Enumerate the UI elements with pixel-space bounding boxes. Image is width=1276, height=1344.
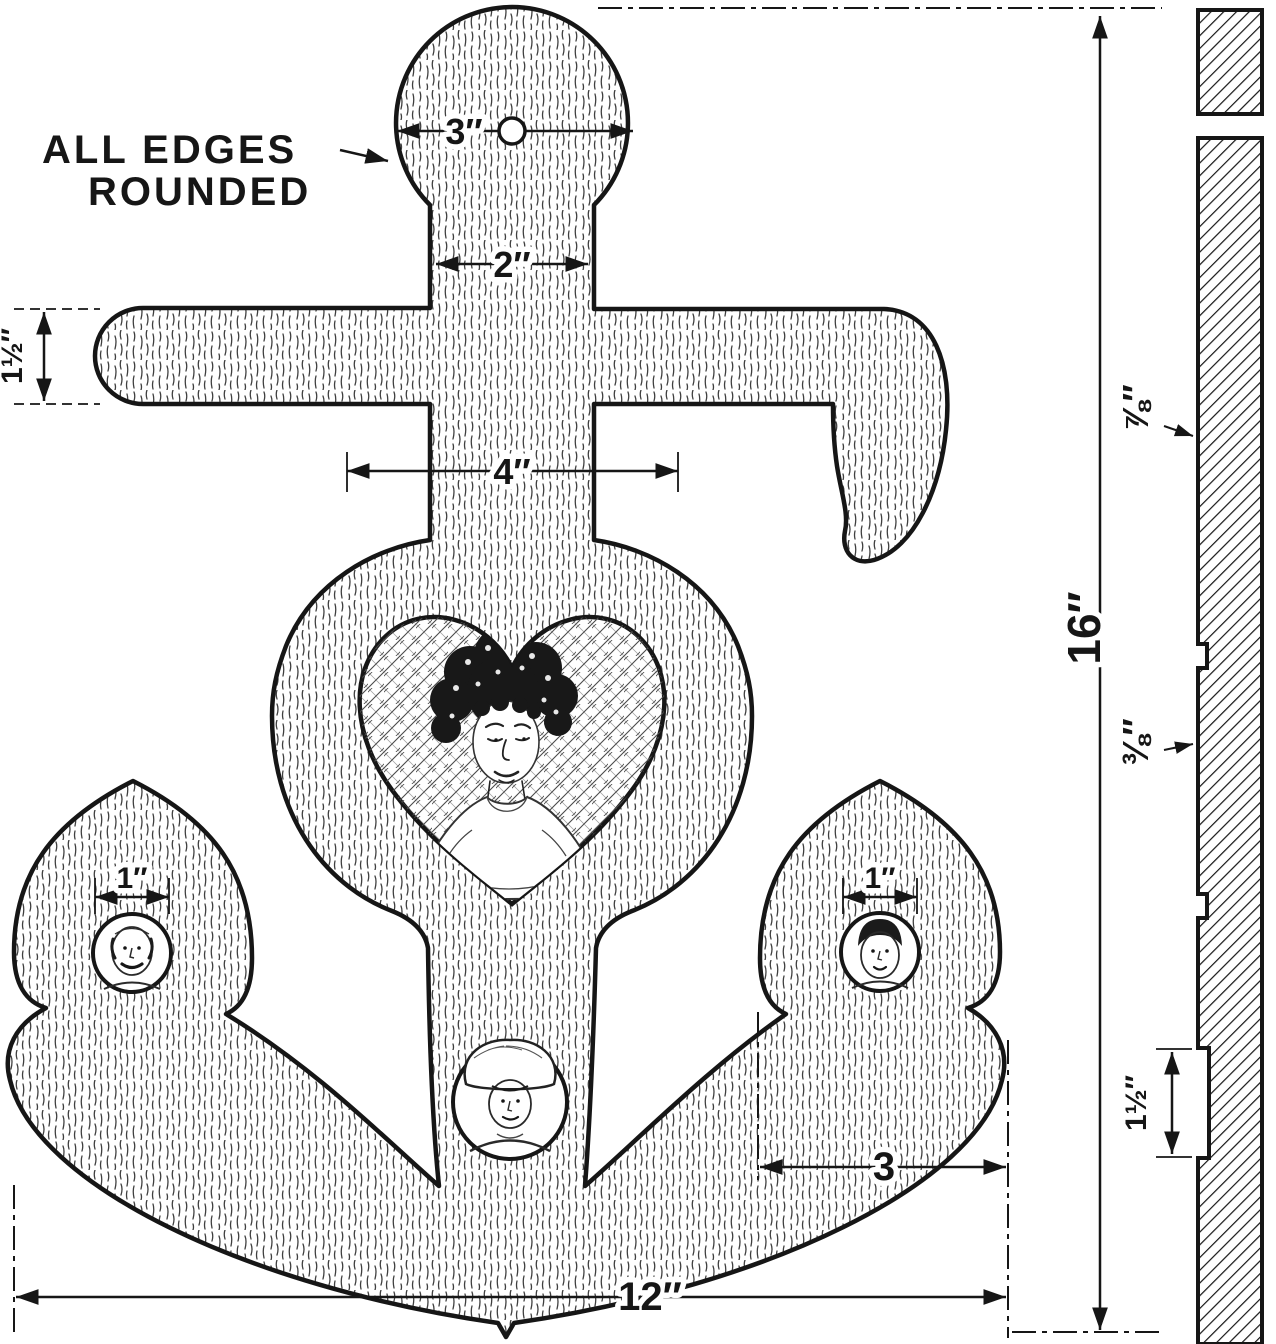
fluke-span-label: 3 <box>873 1145 895 1189</box>
profile-bottom-section-label: 1½″ <box>1120 1075 1153 1131</box>
right-photo-diameter-label: 1″ <box>864 862 895 895</box>
shank-width-label: 2″ <box>493 244 530 285</box>
note-leader-line <box>339 148 389 164</box>
overall-height-label: 16″ <box>1058 591 1110 664</box>
portrait-woman-right <box>839 911 921 993</box>
side-profile-outline <box>1196 8 1264 1344</box>
ring-width-label: 3″ <box>445 111 482 152</box>
portrait-man-left <box>91 912 173 994</box>
dimension-lines <box>14 16 1194 1330</box>
portrait-woman-bottom <box>451 1038 569 1161</box>
overall-width-label: 12″ <box>618 1275 682 1319</box>
hanging-hole <box>497 116 527 146</box>
thickness-top-leader <box>1163 424 1194 437</box>
labels: ALL EDGES ROUNDED 3″ 2″ 1½″ 4″ 1″ 1″ 3 1… <box>0 106 1162 1325</box>
left-photo-diameter-label: 1″ <box>116 862 147 895</box>
thickness-mid-leader <box>1163 741 1194 754</box>
heart-portrait-fringe <box>474 693 541 719</box>
profile-hole-gap <box>1194 114 1268 138</box>
stock-height-label: 1½″ <box>0 328 29 384</box>
profile-thickness-top-label: ⅞″ <box>1115 384 1156 431</box>
heart-width-label: 4″ <box>493 451 530 492</box>
note-all-edges-line1: ALL EDGES <box>42 128 297 172</box>
note-all-edges-line2: ROUNDED <box>88 170 311 214</box>
profile-thickness-mid-label: ⅜″ <box>1115 718 1156 765</box>
side-profile-view <box>1194 8 1268 1344</box>
